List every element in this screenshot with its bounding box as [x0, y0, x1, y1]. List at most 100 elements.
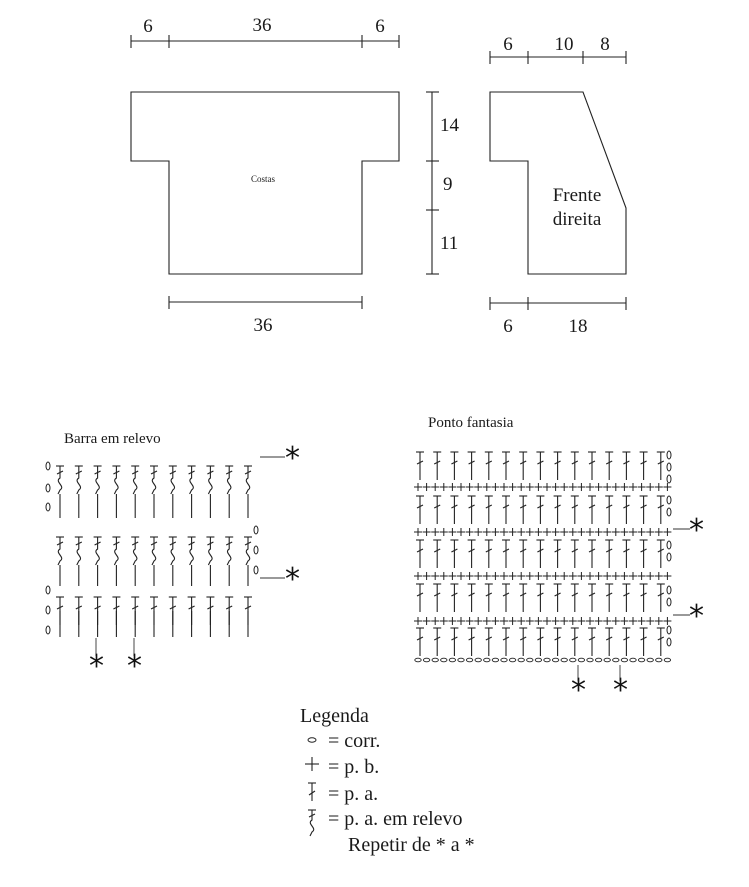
stitch-chain: [666, 625, 672, 635]
stitch-chain: [646, 657, 654, 663]
chain-symbol-icon: [307, 737, 317, 743]
legend-item-relief-double-crochet: = p. a. em relevo: [328, 808, 463, 830]
stitch-double-crochet: [621, 539, 631, 569]
stitch-single-crochet: [619, 616, 629, 626]
stitch-double-crochet: [535, 627, 545, 657]
stitch-single-crochet: [602, 482, 612, 492]
stitch-double-crochet: [518, 627, 528, 657]
stitch-double-crochet: [484, 539, 494, 569]
stitch-single-crochet: [413, 571, 423, 581]
stitch-double-crochet: [621, 495, 631, 525]
stitch-double-crochet: [639, 539, 649, 569]
stitch-single-crochet: [628, 571, 638, 581]
stitch-relief-double-crochet: [243, 536, 253, 566]
stitch-single-crochet: [585, 616, 595, 626]
back-top-dim-center: 36: [253, 15, 272, 36]
relief-repeat-mark-middle: *: [285, 562, 300, 597]
relief-band-chart: Barra em relevo * * * *: [45, 431, 300, 684]
stitch-double-crochet: [415, 583, 425, 613]
stitch-chain: [45, 625, 51, 635]
fancy-repeat-mark-middle: *: [689, 599, 704, 634]
stitch-double-crochet: [449, 583, 459, 613]
stitch-chain: [666, 637, 672, 647]
stitch-chain: [457, 657, 465, 663]
stitch-single-crochet: [499, 571, 509, 581]
stitch-chain: [629, 657, 637, 663]
stitch-chain: [551, 657, 560, 663]
fancy-stitch-grid: [413, 450, 672, 663]
stitch-chain: [500, 657, 508, 663]
relief-repeat-mark-bottom-left: *: [89, 649, 104, 684]
stitch-double-crochet: [535, 495, 545, 525]
stitch-double-crochet: [449, 539, 459, 569]
stitch-chain: [440, 657, 448, 663]
stitch-single-crochet: [637, 527, 647, 537]
stitch-double-crochet: [449, 495, 459, 525]
stitch-single-crochet: [430, 616, 440, 626]
fancy-stitch-chart: Ponto fantasia * * * *: [413, 415, 704, 708]
fancy-repeat-mark-bottom-right: *: [613, 673, 628, 708]
stitch-single-crochet: [611, 482, 621, 492]
stitch-chain: [666, 462, 672, 472]
stitch-chain: [474, 657, 482, 663]
stitch-relief-double-crochet: [224, 536, 234, 566]
front-outline: [489, 91, 627, 275]
stitch-single-crochet: [645, 527, 655, 537]
stitch-relief-double-crochet: [130, 536, 140, 566]
stitch-single-crochet: [456, 482, 466, 492]
stitch-double-crochet: [587, 583, 597, 613]
stitch-double-crochet: [432, 539, 442, 569]
single-crochet-symbol-icon: [305, 757, 319, 771]
front-bottom-dim-left: 6: [503, 316, 513, 337]
stitch-double-crochet: [587, 539, 597, 569]
stitch-single-crochet: [559, 616, 569, 626]
legend-item-single-crochet: = p. b.: [328, 756, 379, 778]
stitch-single-crochet: [413, 482, 423, 492]
stitch-chain: [586, 657, 594, 663]
stitch-single-crochet: [542, 571, 552, 581]
stitch-double-crochet: [432, 627, 442, 657]
stitch-double-crochet: [432, 495, 442, 525]
stitch-single-crochet: [602, 527, 612, 537]
back-top-dim-right: 6: [375, 16, 385, 37]
stitch-double-crochet: [639, 495, 649, 525]
back-side-dim-middle: 9: [443, 174, 453, 195]
legend: Legenda = corr. = p. b. = p. a. = p. a. …: [300, 705, 475, 856]
stitch-single-crochet: [662, 571, 672, 581]
stitch-single-crochet: [499, 482, 509, 492]
stitch-double-crochet: [518, 583, 528, 613]
stitch-double-crochet: [553, 495, 563, 525]
front-label-line2: direita: [553, 209, 602, 230]
stitch-chain: [422, 657, 431, 663]
stitch-double-crochet: [467, 583, 477, 613]
stitch-chain: [663, 657, 672, 663]
stitch-chain: [45, 605, 51, 615]
relief-repeat-mark-bottom-right: *: [127, 649, 142, 684]
stitch-single-crochet: [413, 616, 423, 626]
stitch-chain: [508, 657, 517, 663]
stitch-relief-double-crochet: [111, 465, 121, 495]
stitch-single-crochet: [637, 616, 647, 626]
stitch-chain: [666, 597, 672, 607]
stitch-relief-double-crochet: [149, 536, 159, 566]
stitch-chain: [45, 461, 51, 471]
legend-item-double-crochet: = p. a.: [328, 783, 378, 805]
stitch-single-crochet: [533, 616, 543, 626]
front-top-dim-left: 6: [503, 34, 513, 55]
stitch-single-crochet: [422, 482, 432, 492]
stitch-double-crochet: [570, 539, 580, 569]
stitch-double-crochet: [484, 451, 494, 481]
stitch-chain: [637, 657, 646, 663]
stitch-single-crochet: [482, 616, 492, 626]
stitch-chain: [526, 657, 534, 663]
back-side-dimension-line: [426, 91, 439, 275]
stitch-single-crochet: [594, 616, 604, 626]
stitch-single-crochet: [645, 571, 655, 581]
legend-title: Legenda: [300, 705, 369, 727]
back-label: Costas: [251, 174, 276, 184]
stitch-double-crochet: [639, 583, 649, 613]
stitch-single-crochet: [456, 527, 466, 537]
stitch-single-crochet: [473, 571, 483, 581]
stitch-double-crochet: [656, 539, 666, 569]
